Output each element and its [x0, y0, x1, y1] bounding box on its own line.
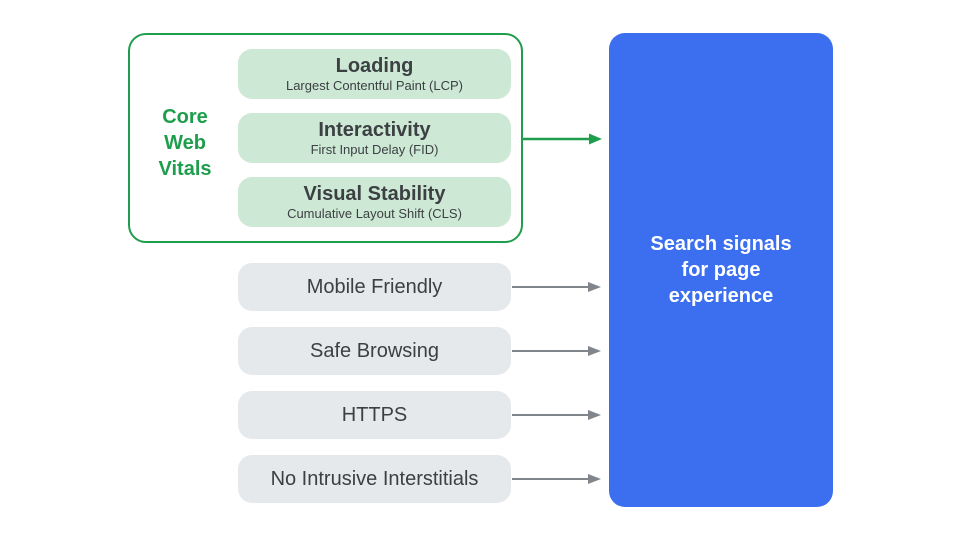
pill-loading-title: Loading	[335, 55, 414, 77]
arrow-right-icon-safe-browsing	[512, 346, 601, 356]
pill-https: HTTPS	[238, 391, 511, 439]
pill-visual-stability: Visual Stability Cumulative Layout Shift…	[238, 177, 511, 227]
pill-mobile-friendly: Mobile Friendly	[238, 263, 511, 311]
core-web-vitals-group: Core Web Vitals Loading Largest Contentf…	[128, 33, 523, 243]
search-signals-label: Search signals for page experience	[650, 233, 792, 307]
pill-no-intrusive-interstitials: No Intrusive Interstitials	[238, 455, 511, 503]
search-signals-box: Search signals for page experience	[609, 33, 833, 507]
pill-interactivity-subtitle: First Input Delay (FID)	[310, 142, 439, 157]
pill-safe-browsing-label: Safe Browsing	[310, 339, 439, 362]
arrow-right-icon-core-web-vitals	[523, 133, 602, 145]
pill-mobile-friendly-label: Mobile Friendly	[306, 275, 443, 298]
core-web-vitals-label: Core Web Vitals	[158, 106, 212, 180]
arrow-right-icon-mobile-friendly	[512, 282, 601, 292]
arrow-right-icon-no-intrusive-interstitials	[512, 474, 601, 484]
pill-visual-stability-subtitle: Cumulative Layout Shift (CLS)	[287, 206, 462, 221]
pill-safe-browsing: Safe Browsing	[238, 327, 511, 375]
core-web-vitals-label-column: Core Web Vitals	[130, 35, 240, 241]
pill-no-intrusive-interstitials-label: No Intrusive Interstitials	[270, 467, 479, 490]
arrow-right-icon-https	[512, 410, 601, 420]
pill-loading: Loading Largest Contentful Paint (LCP)	[238, 49, 511, 99]
pill-interactivity: Interactivity First Input Delay (FID)	[238, 113, 511, 163]
pill-https-label: HTTPS	[341, 403, 408, 426]
pill-loading-subtitle: Largest Contentful Paint (LCP)	[285, 78, 464, 93]
pill-visual-stability-title: Visual Stability	[303, 183, 446, 205]
pill-interactivity-title: Interactivity	[318, 119, 431, 141]
